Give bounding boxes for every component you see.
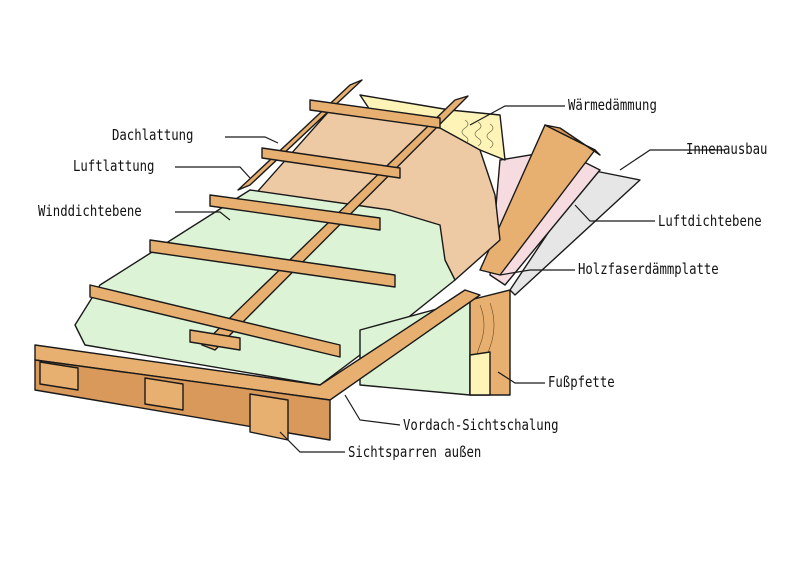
label-dachlattung: Dachlattung (112, 126, 194, 144)
label-vordach-sichtschalung: Vordach-Sichtschalung (403, 416, 559, 434)
roof-battens (89, 99, 441, 358)
label-luftdichtebene: Luftdichtebene (658, 212, 762, 230)
interior-lining (509, 169, 641, 296)
purlin-insulation (469, 351, 491, 396)
label-innenausbau: Innenausbau (686, 140, 768, 158)
label-luftlattung: Luftlattung (73, 157, 155, 175)
rafter-ends (39, 361, 289, 441)
rafter-beam-top (544, 124, 601, 156)
insulation-hatch (461, 119, 494, 149)
leader-lines (175, 105, 725, 453)
label-waermedaemmung: Wärmedämmung (568, 96, 657, 114)
label-sichtsparren-aussen: Sichtsparren außen (348, 443, 482, 461)
label-winddichtebene: Winddichtebene (38, 202, 142, 220)
label-fusspfette: Fußpfette (548, 373, 615, 391)
label-holzfaserdaemmplatte: Holzfaserdämmplatte (578, 260, 719, 278)
